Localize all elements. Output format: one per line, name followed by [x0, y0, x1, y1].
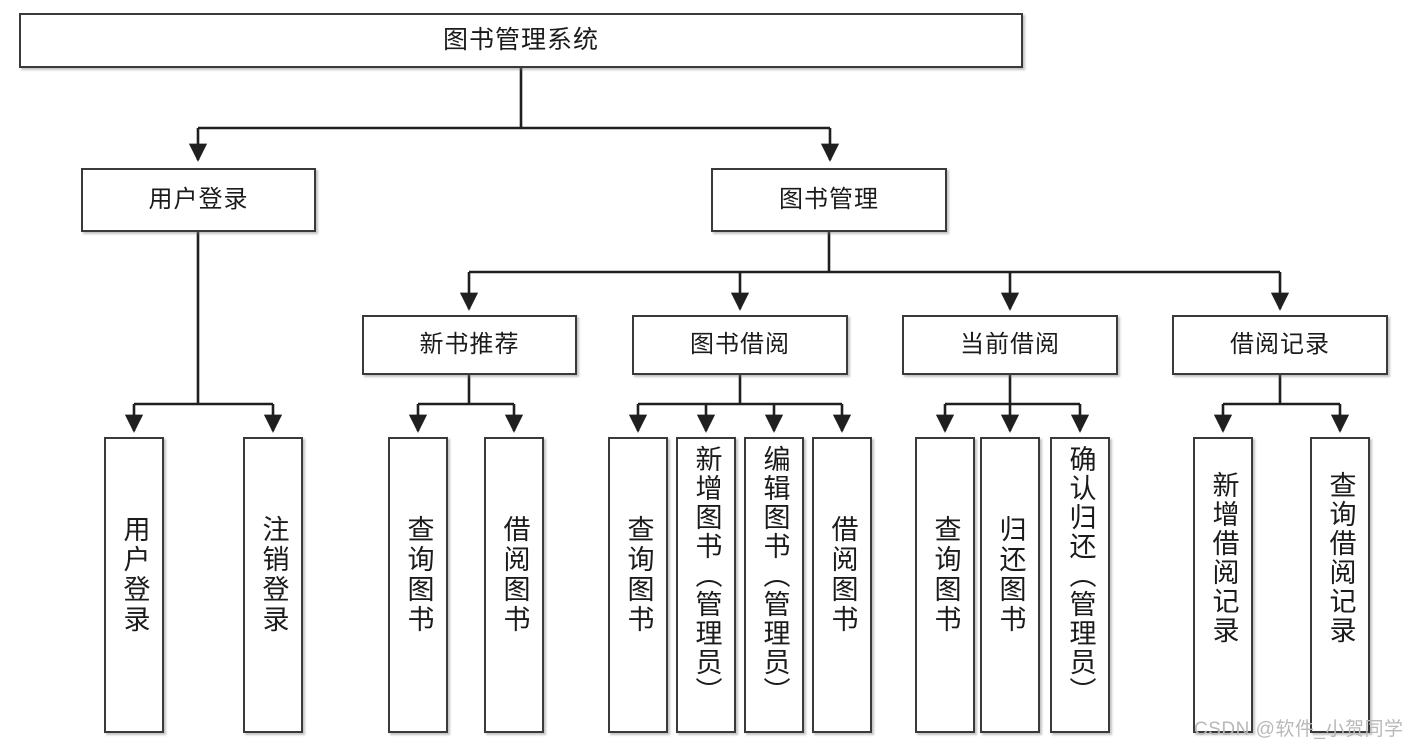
- leaf-book-borrow-edit-book-admin[interactable]: 编辑图书（管理员）: [744, 437, 804, 733]
- leaf-current-borrow-query-books[interactable]: 查询图书: [915, 437, 975, 733]
- node-label: 新增借阅记录: [1208, 471, 1239, 645]
- leaf-borrow-record-query-record[interactable]: 查询借阅记录: [1310, 437, 1370, 733]
- node-root-book-management-system[interactable]: 图书管理系统: [19, 13, 1023, 68]
- leaf-current-borrow-return-books[interactable]: 归还图书: [980, 437, 1040, 733]
- node-label: 图书借阅: [690, 330, 790, 358]
- leaf-book-borrow-query-books[interactable]: 查询图书: [608, 437, 668, 733]
- node-label: 图书管理系统: [442, 25, 599, 54]
- node-label: 借阅记录: [1230, 330, 1330, 358]
- node-label: 用户登录: [148, 185, 249, 213]
- leaf-user-login-logout[interactable]: 注销登录: [243, 437, 303, 733]
- csdn-watermark: CSDN @软件_小贺同学: [1194, 719, 1404, 740]
- node-book-borrowing[interactable]: 图书借阅: [632, 315, 848, 375]
- node-label: 借阅图书: [499, 515, 530, 635]
- node-label: 新增图书（管理员）: [691, 445, 722, 706]
- node-label: 查询图书: [930, 515, 961, 635]
- leaf-new-book-borrow-books[interactable]: 借阅图书: [484, 437, 544, 733]
- node-label: 图书管理: [779, 185, 879, 213]
- node-label: 用户登录: [119, 515, 150, 635]
- node-new-book-recommendation[interactable]: 新书推荐: [362, 315, 577, 375]
- node-current-borrowing[interactable]: 当前借阅: [902, 315, 1118, 375]
- leaf-book-borrow-add-book-admin[interactable]: 新增图书（管理员）: [676, 437, 736, 733]
- leaf-borrow-record-add-record[interactable]: 新增借阅记录: [1193, 437, 1253, 733]
- node-book-management[interactable]: 图书管理: [711, 168, 947, 232]
- node-user-login[interactable]: 用户登录: [81, 168, 316, 232]
- node-borrowing-records[interactable]: 借阅记录: [1172, 315, 1388, 375]
- node-label: 借阅图书: [827, 515, 858, 635]
- node-label: 注销登录: [258, 515, 289, 635]
- leaf-new-book-query-books[interactable]: 查询图书: [388, 437, 448, 733]
- node-label: 查询图书: [403, 515, 434, 635]
- node-label: 编辑图书（管理员）: [759, 445, 790, 706]
- node-label: 查询借阅记录: [1325, 471, 1356, 645]
- leaf-user-login-login[interactable]: 用户登录: [104, 437, 164, 733]
- node-label: 确认归还（管理员）: [1065, 445, 1096, 706]
- node-label: 新书推荐: [419, 330, 520, 358]
- leaf-book-borrow-borrow-books[interactable]: 借阅图书: [812, 437, 872, 733]
- node-label: 归还图书: [995, 515, 1026, 635]
- leaf-current-borrow-confirm-return-admin[interactable]: 确认归还（管理员）: [1050, 437, 1110, 733]
- node-label: 查询图书: [623, 515, 654, 635]
- node-label: 当前借阅: [960, 330, 1060, 358]
